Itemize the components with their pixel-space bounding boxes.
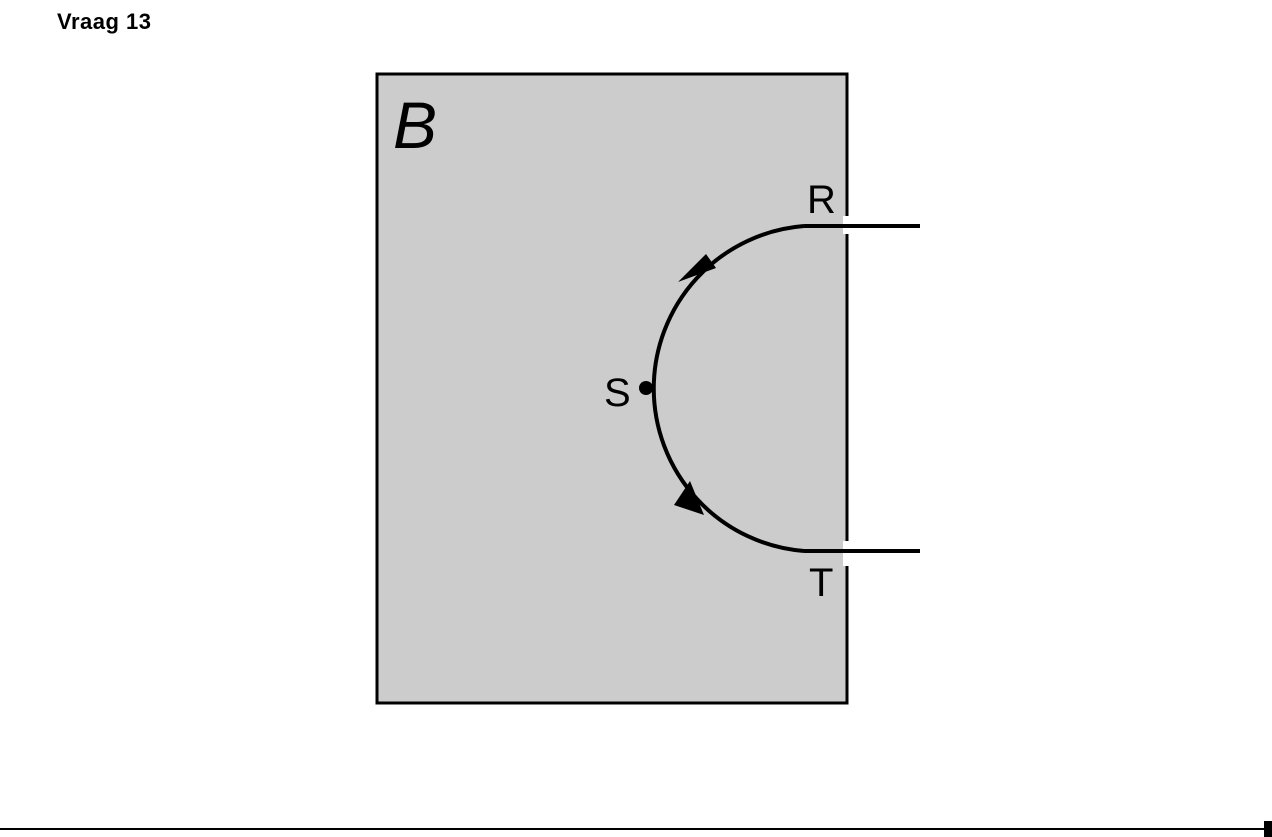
question-title: Vraag 13 <box>57 9 152 34</box>
semicircular-path <box>651 224 805 553</box>
point-label-t: T <box>809 561 833 605</box>
direction-arrow-upper <box>678 254 716 282</box>
point-s-dot <box>639 381 653 395</box>
direction-arrow-lower <box>674 481 704 515</box>
border-gap-bottom <box>843 541 851 566</box>
separator-end-marker <box>1264 821 1272 837</box>
point-label-r: R <box>807 178 836 222</box>
magnetic-field-region <box>375 72 849 705</box>
point-label-s: S <box>604 371 631 415</box>
field-label-b: B <box>393 88 437 162</box>
